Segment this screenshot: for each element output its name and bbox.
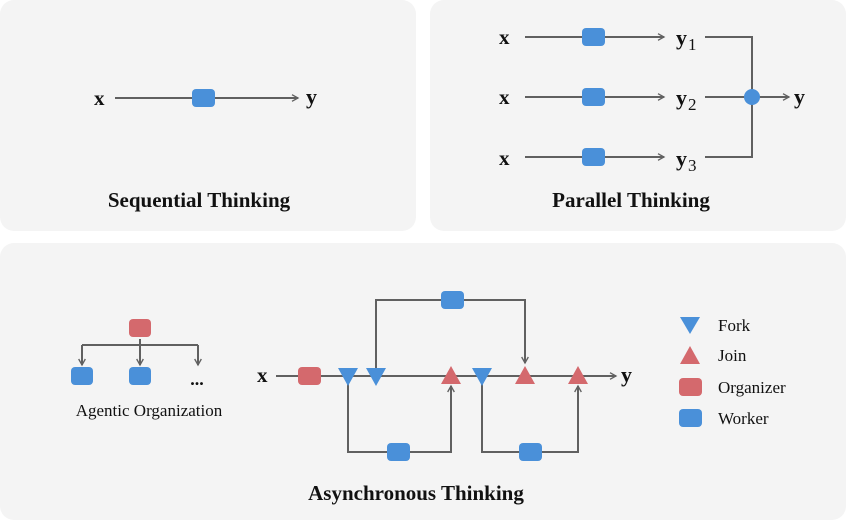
agentic-organization: ... Agentic Organization xyxy=(71,319,223,420)
legend-label: Fork xyxy=(718,316,751,335)
asynchronous-title: Asynchronous Thinking xyxy=(308,481,524,505)
par-input-label: x xyxy=(499,25,510,49)
asynchronous-diagram: x y Asynchronous Thinking xyxy=(257,291,632,505)
par-input-label: x xyxy=(499,85,510,109)
parallel-title: Parallel Thinking xyxy=(552,188,710,212)
legend-label: Worker xyxy=(718,409,769,428)
worker-node xyxy=(129,367,151,385)
worker-node xyxy=(441,291,464,309)
fork-icon xyxy=(680,317,700,334)
organizer-icon xyxy=(679,378,702,396)
fork-icon xyxy=(338,368,358,386)
parallel-branch: x y 2 xyxy=(499,85,697,114)
async-input-label: x xyxy=(257,363,268,387)
parallel-diagram: x y 1 x y 2 x y 3 y Parallel Thinking xyxy=(499,25,805,212)
legend-item-join: Join xyxy=(680,346,747,365)
sequential-panel xyxy=(0,0,416,231)
join-icon xyxy=(515,366,535,384)
async-output-label: y xyxy=(621,362,632,387)
fork-icon xyxy=(472,368,492,386)
legend-item-fork: Fork xyxy=(680,316,751,335)
asynchronous-panel xyxy=(0,243,846,520)
legend-item-organizer: Organizer xyxy=(679,378,786,397)
parallel-branch: x y 1 xyxy=(499,25,697,54)
legend: Fork Join Organizer Worker xyxy=(679,316,786,428)
par-output-subscript: 3 xyxy=(688,156,697,175)
worker-node xyxy=(192,89,215,107)
par-output-label: y xyxy=(676,25,687,50)
join-icon xyxy=(568,366,588,384)
fork-icon xyxy=(366,368,386,386)
parallel-panel xyxy=(430,0,846,231)
sequential-diagram: x y Sequential Thinking xyxy=(94,84,317,212)
organizer-node xyxy=(298,367,321,385)
seq-input-label: x xyxy=(94,86,105,110)
more-workers-ellipsis: ... xyxy=(190,369,204,389)
aggregator-node xyxy=(744,89,760,105)
legend-item-worker: Worker xyxy=(679,409,769,428)
agentic-org-label: Agentic Organization xyxy=(76,401,223,420)
parallel-branch: x y 3 xyxy=(499,146,697,175)
join-icon xyxy=(680,346,700,364)
par-output-label: y xyxy=(676,85,687,110)
worker-node xyxy=(582,28,605,46)
par-input-label: x xyxy=(499,146,510,170)
par-final-output-label: y xyxy=(794,84,805,109)
worker-node xyxy=(71,367,93,385)
join-icon xyxy=(441,366,461,384)
legend-label: Organizer xyxy=(718,378,786,397)
seq-output-label: y xyxy=(306,84,317,109)
worker-node xyxy=(582,148,605,166)
sequential-title: Sequential Thinking xyxy=(108,188,291,212)
worker-node xyxy=(387,443,410,461)
par-output-subscript: 2 xyxy=(688,95,697,114)
worker-node xyxy=(519,443,542,461)
organizer-node xyxy=(129,319,151,337)
worker-icon xyxy=(679,409,702,427)
par-output-label: y xyxy=(676,146,687,171)
par-output-subscript: 1 xyxy=(688,35,697,54)
legend-label: Join xyxy=(718,346,747,365)
worker-node xyxy=(582,88,605,106)
